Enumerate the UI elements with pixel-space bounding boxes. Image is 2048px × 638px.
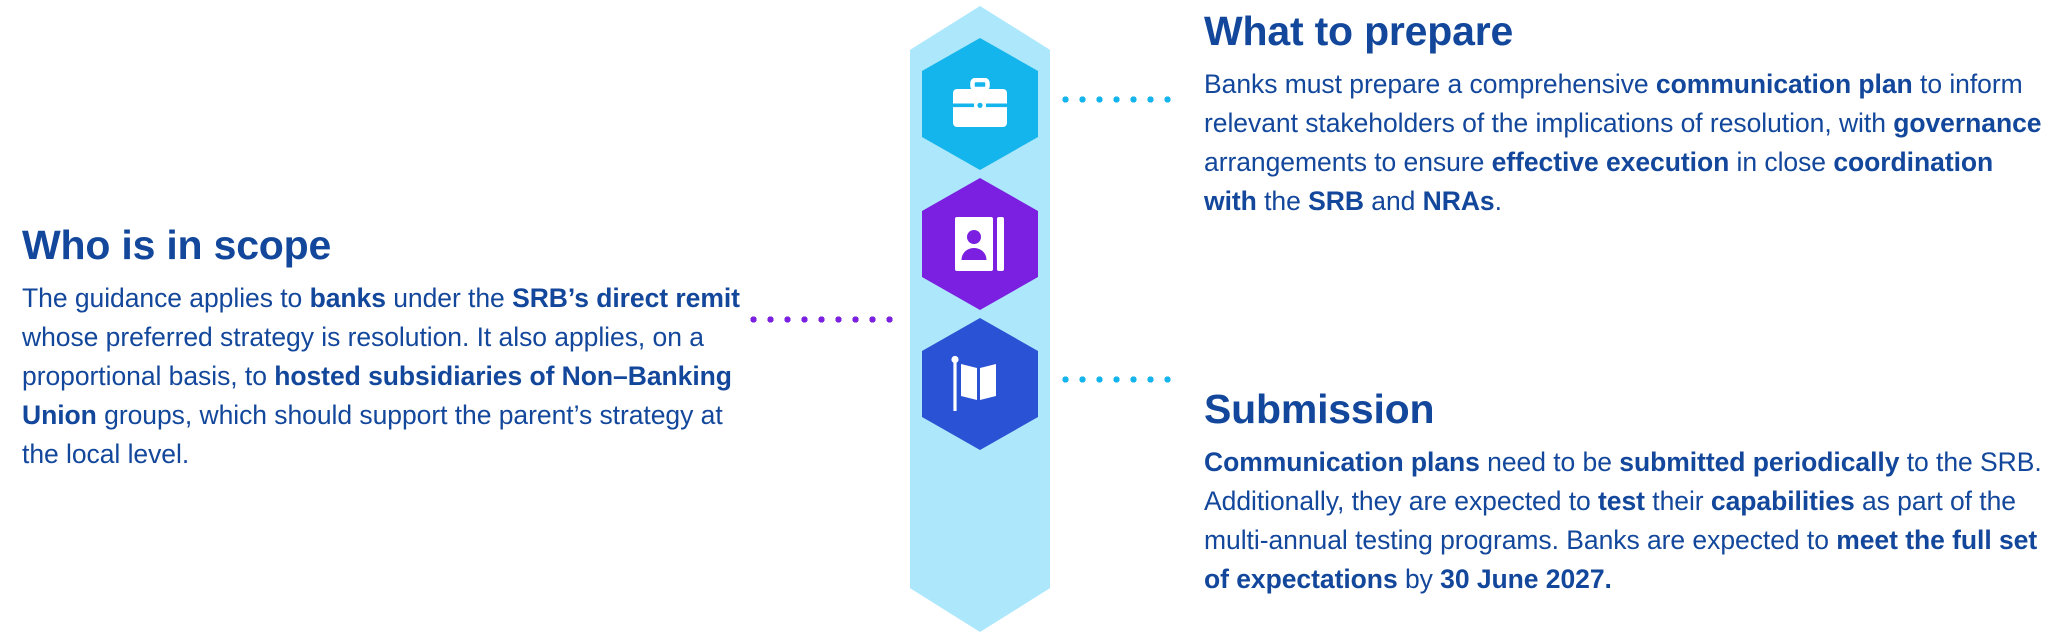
address-book-icon: [953, 215, 1007, 273]
flag-icon: [950, 355, 1010, 413]
connector-scope-dotted-line: [750, 316, 900, 323]
prepare-title: What to prepare: [1204, 8, 1514, 54]
section-prepare: What to prepare Banks must prepare a com…: [1204, 8, 2048, 221]
section-scope: Who is in scope The guidance applies to …: [22, 222, 752, 474]
submission-body: Communication plans need to be submitted…: [1204, 447, 2042, 594]
briefcase-icon: [951, 78, 1009, 130]
connector-prepare-dotted-line: [1062, 96, 1174, 103]
prepare-body: Banks must prepare a comprehensive commu…: [1204, 69, 2042, 216]
connector-submission-dotted-line: [1062, 376, 1174, 383]
scope-title: Who is in scope: [22, 222, 332, 268]
submission-title: Submission: [1204, 386, 1435, 432]
scope-body: The guidance applies to banks under the …: [22, 283, 740, 469]
section-submission: Submission Communication plans need to b…: [1204, 386, 2048, 599]
